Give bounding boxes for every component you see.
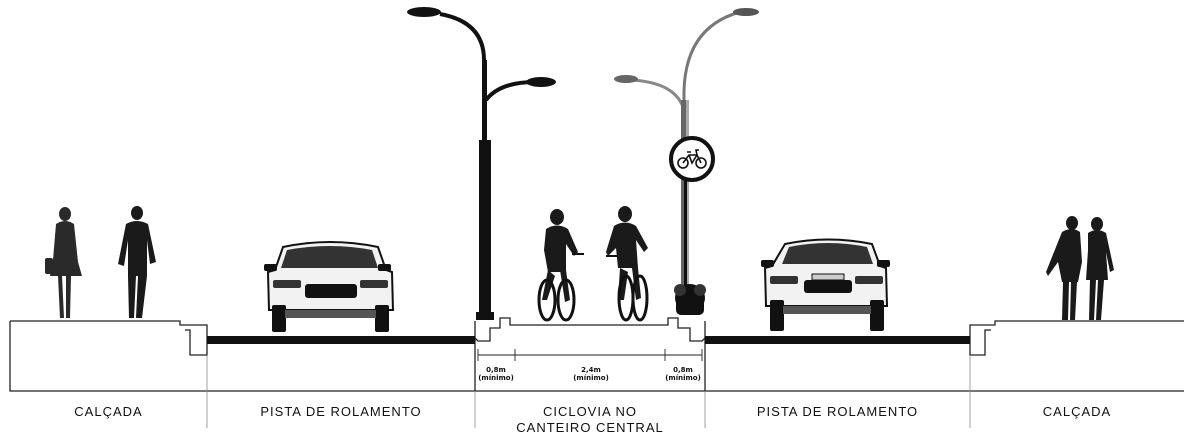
car-left [264, 241, 395, 332]
bicycle-sign-icon [669, 136, 715, 315]
dimension-bike-lane: 2,4m (mínimo) [566, 366, 616, 382]
right-road-asphalt [705, 336, 970, 344]
label-ciclovia-line1: CICLOVIA NO [542, 404, 638, 419]
dimension-bike-lane-note: (mínimo) [573, 374, 609, 382]
left-road-asphalt [207, 336, 475, 344]
dimension-left-buffer: 0,8m (mínimo) [474, 366, 518, 382]
label-ciclovia-line2: CANTEIRO CENTRAL [516, 420, 664, 435]
label-calcada-left: CALÇADA [74, 404, 143, 419]
cyclist-right [606, 206, 649, 322]
dimension-right-buffer-note: (mínimo) [665, 374, 701, 382]
dimension-bike-lane-value: 2,4m [581, 366, 601, 374]
street-lamp-left [407, 7, 556, 320]
dimension-lines [477, 349, 703, 361]
label-ciclovia: CICLOVIA NO CANTEIRO CENTRAL [475, 404, 705, 436]
label-pista-right: PISTA DE ROLAMENTO [756, 404, 919, 419]
pedestrian-man-left [118, 206, 156, 318]
dimension-right-buffer-value: 0,8m [673, 366, 693, 374]
pedestrian-couple-right [1046, 216, 1114, 320]
cyclist-left [537, 209, 584, 322]
dimension-left-buffer-value: 0,8m [486, 366, 506, 374]
pedestrian-woman-left [45, 207, 82, 318]
label-calcada-right: CALÇADA [1042, 404, 1112, 419]
car-right [761, 238, 890, 331]
label-pista-left: PISTA DE ROLAMENTO [260, 404, 422, 419]
dimension-right-buffer: 0,8m (mínimo) [660, 366, 706, 382]
dimension-left-buffer-note: (mínimo) [478, 374, 514, 382]
section-dividers [206, 355, 971, 428]
street-lamp-right [614, 8, 759, 290]
